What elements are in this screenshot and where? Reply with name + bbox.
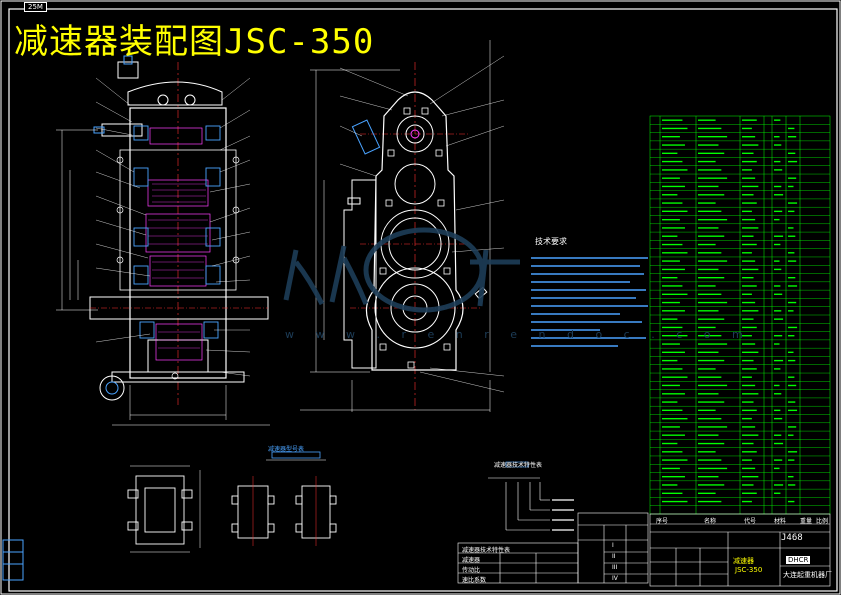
- parts-cell-text: [662, 119, 798, 503]
- side-label: 减速器型号表: [268, 446, 305, 453]
- title-block: [649, 513, 831, 587]
- model-code-diagram: [488, 461, 550, 531]
- drawing-number: J468: [781, 533, 803, 543]
- spec-row-coefficient: 速比系数: [462, 577, 487, 584]
- company-name: 大连起重机器厂: [783, 571, 832, 579]
- parts-table-rows: [650, 124, 830, 506]
- spec-row-reducer: 减速器: [462, 557, 481, 564]
- corner-tag: 25M: [24, 2, 47, 12]
- side-elevation-view: [300, 40, 505, 412]
- tb-col-name: 名称: [704, 518, 717, 525]
- mounting-detail-views: [127, 451, 337, 553]
- tb-col-weight: 重量: [800, 518, 813, 525]
- technical-requirements-heading: 技术要求: [535, 237, 567, 246]
- product-name: 减速器: [733, 557, 754, 565]
- model-code-labels: [552, 499, 574, 531]
- technical-requirements-text: [531, 257, 648, 347]
- tb-col-code: 代号: [744, 518, 757, 525]
- drawing-title: 减速器装配图JSC-350: [14, 22, 375, 62]
- front-section-view: [56, 55, 270, 426]
- spec-row-ratio: 传动比: [462, 567, 481, 574]
- left-margin-strip: [2, 539, 24, 581]
- roman-3: III: [612, 564, 618, 571]
- sheet-border-inner: [8, 8, 838, 592]
- roman-4: IV: [612, 575, 618, 582]
- company-logo: DHCR: [786, 556, 811, 564]
- roman-1: I: [612, 542, 614, 549]
- spec-table: [457, 512, 649, 584]
- model-code-header: 减速器技术特性表: [494, 462, 543, 469]
- tb-col-seq: 序号: [656, 518, 669, 525]
- watermark-url: w w w . r e n r e n d o c . c o m: [285, 328, 752, 341]
- product-code: JSC-350: [735, 566, 763, 574]
- spec-table-header: 减速器技术特性表: [462, 547, 511, 554]
- roman-2: II: [612, 553, 616, 560]
- tb-col-material: 材料: [774, 518, 787, 525]
- watermark-logo: [283, 227, 520, 313]
- tb-col-scale: 比例: [816, 518, 829, 525]
